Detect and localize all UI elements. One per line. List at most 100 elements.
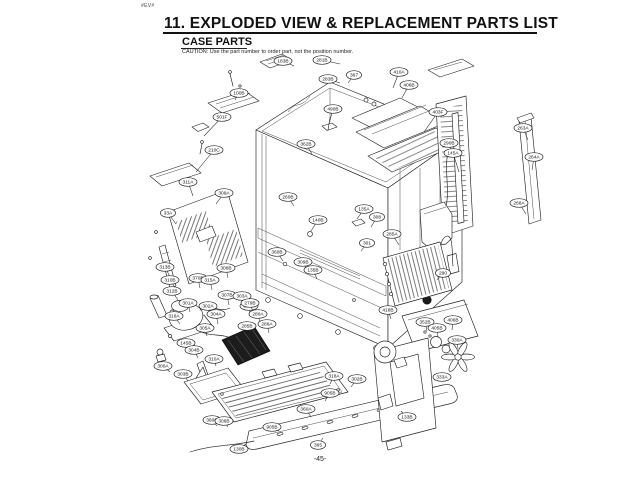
callout-360A: 360A xyxy=(296,404,316,418)
callout-360B: 360B xyxy=(267,247,287,262)
svg-text:140B: 140B xyxy=(312,218,323,224)
callout-263A: 263A xyxy=(513,123,533,141)
svg-text:285A: 285A xyxy=(386,232,398,238)
svg-text:310B: 310B xyxy=(164,278,175,284)
callout-303A: 303A xyxy=(232,291,252,307)
callout-183B: 183B xyxy=(273,56,295,67)
base-plate xyxy=(211,361,349,423)
callout-405B: 405B xyxy=(427,323,447,338)
svg-text:302A: 302A xyxy=(202,304,214,310)
svg-text:303B: 303B xyxy=(177,372,188,378)
callout-33A: 33A xyxy=(160,208,177,225)
svg-text:362B: 362B xyxy=(300,142,311,148)
callout-304A: 304A xyxy=(206,309,226,325)
callout-403F: 403F xyxy=(423,107,448,133)
svg-text:301: 301 xyxy=(363,241,371,247)
callout-304B: 304B xyxy=(184,345,204,359)
svg-text:145B: 145B xyxy=(180,341,191,347)
callout-313B: 313B xyxy=(155,262,175,278)
callout-260B: 260B xyxy=(278,192,298,207)
svg-text:309B: 309B xyxy=(297,260,308,266)
svg-text:281B: 281B xyxy=(316,58,327,64)
svg-text:145A: 145A xyxy=(447,151,459,157)
callout-410A: 410A xyxy=(389,67,409,89)
svg-text:260B: 260B xyxy=(282,195,293,201)
page-title: 11. EXPLODED VIEW & REPLACEMENT PARTS LI… xyxy=(164,15,558,32)
evaporator xyxy=(382,235,460,307)
callout-308: 308 xyxy=(369,212,385,228)
svg-text:264A: 264A xyxy=(528,155,540,161)
callout-501F: 501F xyxy=(203,112,232,137)
callout-352B: 352B xyxy=(415,317,435,332)
svg-text:367: 367 xyxy=(350,73,358,79)
callout-279B: 279B xyxy=(240,298,260,313)
svg-text:301A: 301A xyxy=(182,301,194,307)
svg-text:315A: 315A xyxy=(204,278,216,284)
svg-text:306B: 306B xyxy=(218,419,229,425)
callout-308B: 308B xyxy=(216,263,236,279)
svg-text:905B: 905B xyxy=(324,391,335,397)
callout-406B: 406B xyxy=(443,315,463,331)
svg-text:286A: 286A xyxy=(261,322,273,328)
svg-text:311A: 311A xyxy=(183,180,195,186)
callout-135A: 135A xyxy=(354,204,374,220)
callout-406B: 406B xyxy=(399,80,419,99)
svg-text:310A: 310A xyxy=(208,357,220,363)
callout-135B: 135B xyxy=(303,265,323,280)
svg-text:135B: 135B xyxy=(307,268,318,274)
callout-333A: 333A xyxy=(432,372,452,382)
svg-text:303A: 303A xyxy=(236,294,248,300)
svg-text:183B: 183B xyxy=(277,59,288,65)
svg-text:279B: 279B xyxy=(244,301,255,307)
callout-309B: 309B xyxy=(293,257,313,272)
callout-281B: 281B xyxy=(312,55,341,65)
page-number: -45- xyxy=(313,456,327,463)
callout-301A: 301A xyxy=(178,298,198,313)
callout-130B: 130B xyxy=(229,443,249,454)
svg-text:333A: 333A xyxy=(436,375,448,381)
svg-text:130B: 130B xyxy=(233,447,244,453)
svg-text:290: 290 xyxy=(439,271,447,277)
callout-362B: 362B xyxy=(296,139,316,155)
callout-285A: 285A xyxy=(382,229,402,246)
callout-490B: 490B xyxy=(323,104,343,121)
svg-text:360A: 360A xyxy=(300,407,312,413)
svg-text:360B: 360B xyxy=(271,250,282,256)
svg-text:352B: 352B xyxy=(419,320,430,326)
svg-text:309A: 309A xyxy=(218,191,230,197)
callout-309A: 309A xyxy=(214,188,234,205)
callout-303B: 303B xyxy=(173,369,193,382)
svg-text:406B: 406B xyxy=(403,83,414,89)
svg-text:133B: 133B xyxy=(401,415,412,421)
callout-268A: 268A xyxy=(509,198,529,215)
callout-286A: 286A xyxy=(257,319,277,334)
svg-text:313B: 313B xyxy=(159,265,170,271)
callout-310B: 310B xyxy=(160,275,180,290)
back-panel xyxy=(148,189,249,289)
svg-text:403F: 403F xyxy=(433,110,444,116)
svg-text:135A: 135A xyxy=(358,207,370,213)
svg-text:307B: 307B xyxy=(221,293,232,299)
callout-283B: 283B xyxy=(318,74,341,84)
svg-text:263A: 263A xyxy=(517,126,529,132)
svg-text:304A: 304A xyxy=(210,312,222,318)
svg-text:501F: 501F xyxy=(217,115,228,121)
condenser-coil xyxy=(221,325,271,366)
svg-text:318A: 318A xyxy=(328,374,340,380)
callout-145A: 145A xyxy=(443,148,463,173)
callout-312B: 312B xyxy=(162,286,182,301)
callout-302A: 302A xyxy=(198,301,218,317)
svg-text:330A: 330A xyxy=(451,338,463,344)
callout-367: 367 xyxy=(346,70,362,84)
svg-text:316A: 316A xyxy=(168,314,180,320)
svg-text:210C: 210C xyxy=(208,148,220,154)
callout-306B: 306B xyxy=(214,416,234,428)
svg-text:418B: 418B xyxy=(382,308,393,314)
top-hinge-parts xyxy=(149,53,475,187)
svg-text:410A: 410A xyxy=(393,70,405,76)
interior-small-parts xyxy=(282,218,366,302)
svg-text:33A: 33A xyxy=(164,211,173,217)
section-underline xyxy=(181,47,247,49)
